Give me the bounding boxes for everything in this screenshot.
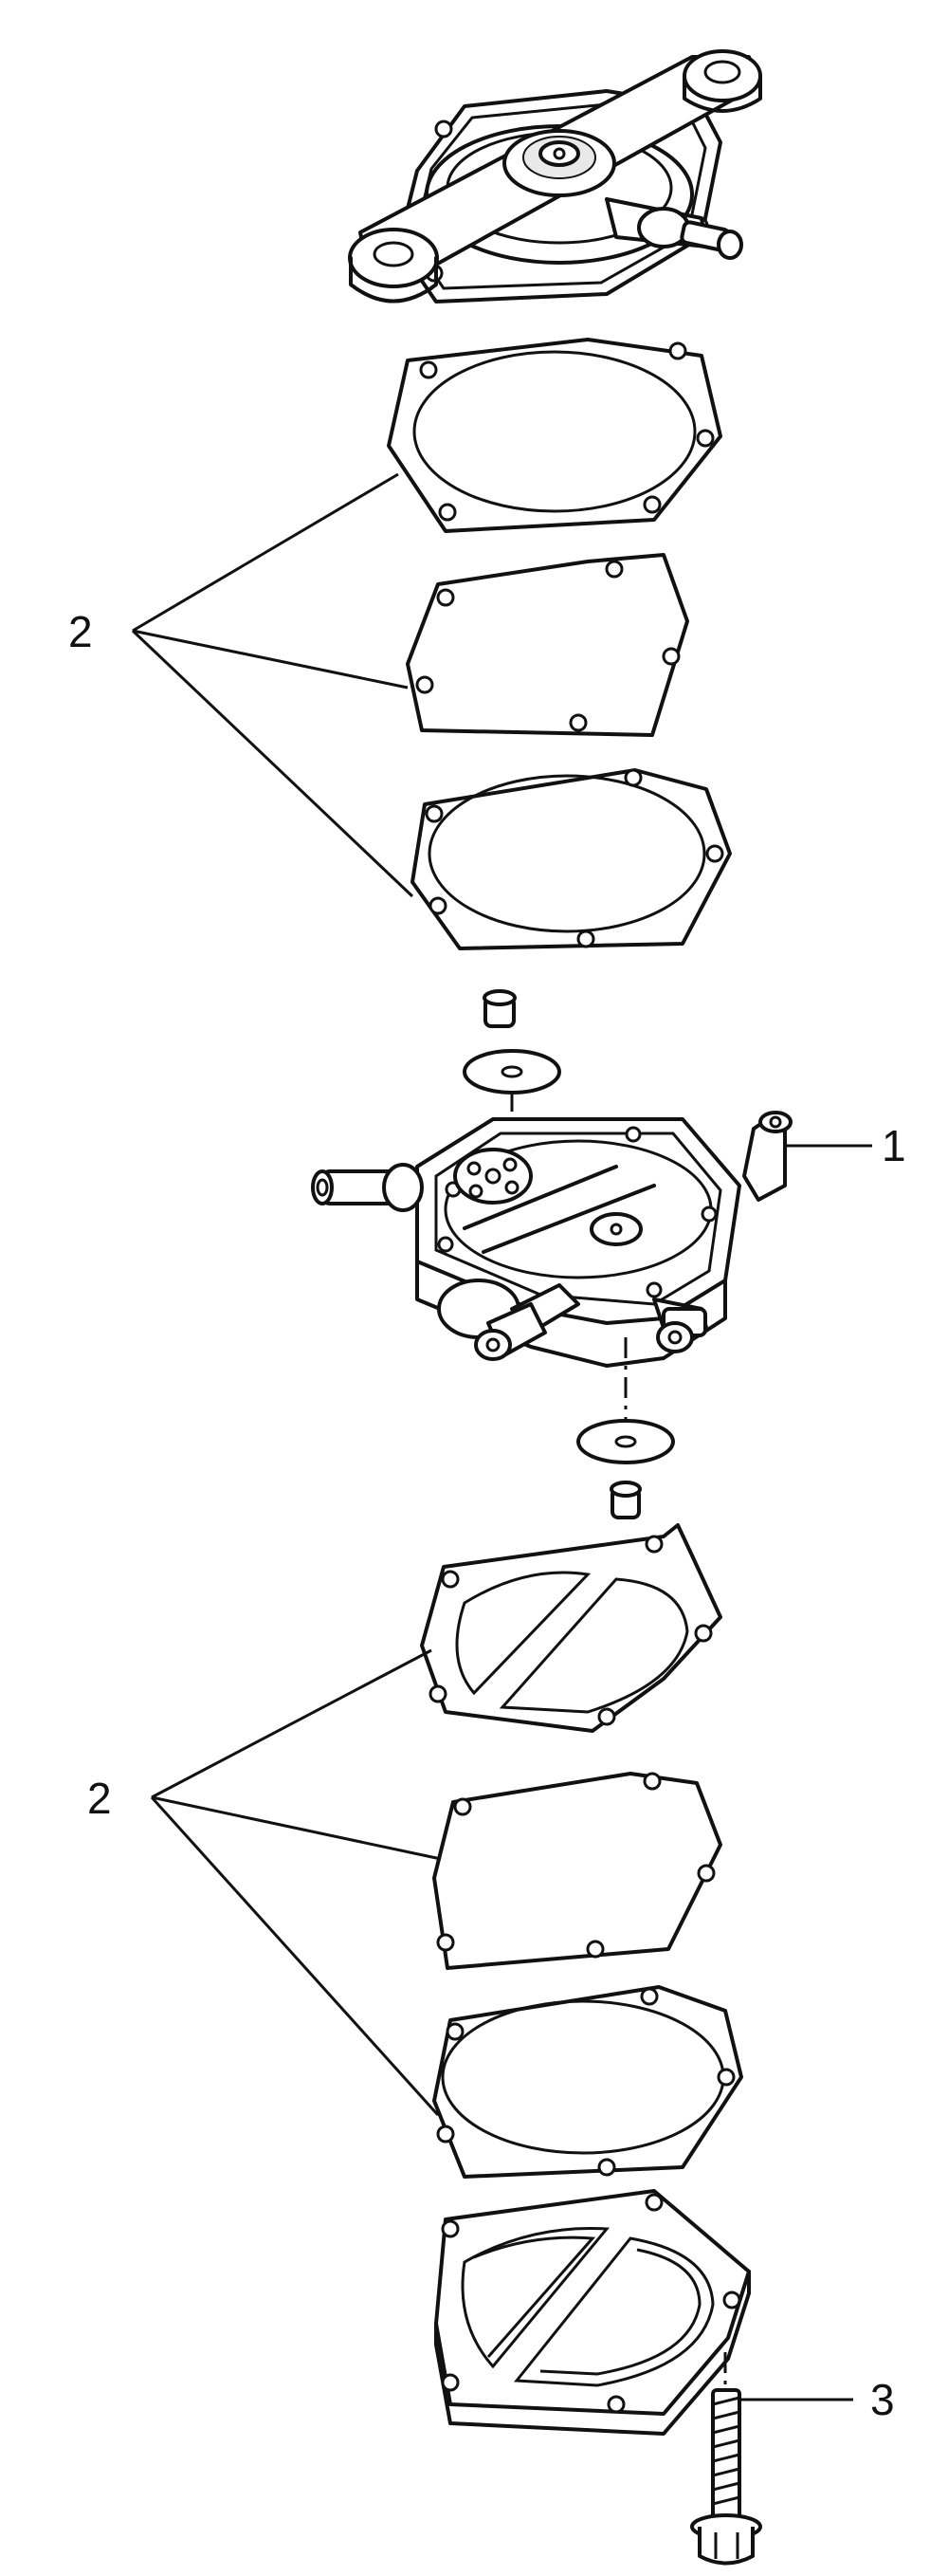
diaphragm-lower bbox=[432, 1772, 722, 1970]
leader-lines-upper bbox=[131, 472, 414, 898]
pump-body bbox=[311, 1111, 793, 1368]
gasket-upper-3 bbox=[410, 768, 732, 950]
callout-3: 3 bbox=[870, 2375, 895, 2424]
gasket-lower-3 bbox=[432, 1985, 743, 2179]
callout-1: 1 bbox=[882, 1121, 906, 1170]
gasket-upper-1 bbox=[387, 338, 722, 533]
callout-2-lower: 2 bbox=[87, 1774, 112, 1823]
valve-lower bbox=[576, 1337, 675, 1519]
diaphragm-upper bbox=[406, 553, 689, 737]
screw bbox=[690, 2352, 762, 2566]
callout-2-upper: 2 bbox=[68, 607, 93, 656]
bottom-cover bbox=[434, 2189, 751, 2436]
leader-lines-lower bbox=[150, 1648, 442, 2117]
top-cover bbox=[348, 49, 762, 304]
gasket-lower-1 bbox=[420, 1523, 722, 1733]
